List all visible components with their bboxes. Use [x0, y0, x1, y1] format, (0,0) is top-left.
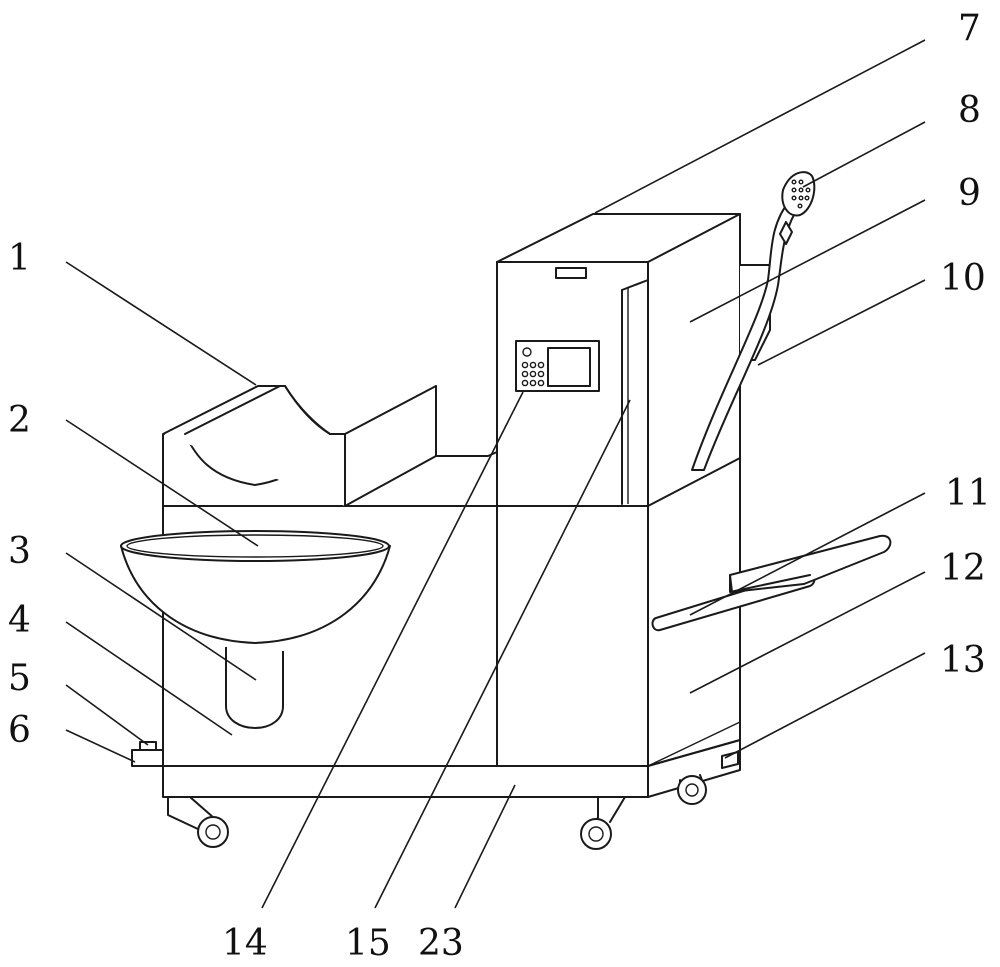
- cradle-ledge: [435, 451, 498, 457]
- callout-13: 13: [940, 640, 986, 681]
- shower-head: [781, 171, 816, 217]
- handle-bracket: [729, 574, 811, 593]
- leader-5: [65, 684, 149, 746]
- left-fixture: [131, 741, 164, 767]
- leader-11: [689, 492, 926, 616]
- head-cradle: [162, 385, 498, 507]
- base-platform: [162, 765, 649, 798]
- fixture-base: [131, 749, 164, 767]
- top-slot: [555, 267, 587, 279]
- shower-assembly: [691, 171, 816, 471]
- leader-23: [454, 784, 516, 909]
- callout-2: 2: [8, 400, 31, 441]
- side-edge-line: [647, 721, 741, 767]
- callout-3: 3: [8, 531, 31, 572]
- caster-front-right: [580, 796, 626, 850]
- callout-23: 23: [418, 923, 464, 964]
- callout-11: 11: [945, 473, 991, 514]
- callout-6: 6: [8, 710, 31, 751]
- leader-15: [374, 399, 631, 909]
- leader-1: [65, 261, 257, 386]
- basin-drain-pipe: [225, 647, 284, 729]
- side-handle: [651, 534, 892, 632]
- callout-14: 14: [222, 923, 268, 964]
- cradle-right-face: [344, 385, 437, 507]
- basin-bowl: [120, 545, 391, 644]
- leader-3: [65, 552, 257, 681]
- callout-10: 10: [940, 258, 986, 299]
- callout-5: 5: [8, 658, 31, 699]
- shower-clip: [779, 221, 793, 245]
- leader-10: [757, 279, 926, 366]
- door-seam-top: [621, 279, 649, 291]
- caster-front-left: [167, 796, 229, 848]
- cradle-notch: [184, 385, 331, 435]
- callout-8: 8: [958, 90, 981, 131]
- caster-rear: [677, 774, 707, 805]
- leader-8: [802, 121, 926, 188]
- leader-lines: [65, 39, 926, 909]
- callout-1: 1: [8, 238, 31, 279]
- side-drain-outlet: [721, 751, 739, 769]
- callout-labels: 1 2 3 4 5 6 7 8 9 10 11 12 13 14 15 23: [8, 8, 991, 964]
- control-panel: [515, 340, 600, 392]
- leader-12: [689, 571, 926, 694]
- fixture-knob: [139, 741, 157, 751]
- device-body: [120, 171, 892, 850]
- leader-13: [724, 652, 926, 759]
- leader-14: [261, 391, 524, 909]
- leader-7: [594, 39, 926, 214]
- callout-7: 7: [958, 8, 981, 49]
- control-panel-buttons: [521, 361, 545, 387]
- callout-15: 15: [345, 923, 391, 964]
- leader-4: [65, 621, 233, 736]
- callout-9: 9: [958, 173, 981, 214]
- control-panel-screen: [547, 347, 591, 387]
- callout-12: 12: [940, 548, 986, 589]
- control-panel-indicator: [522, 347, 532, 357]
- tall-cabinet-top: [496, 213, 741, 263]
- handle-bar-upper: [729, 534, 892, 593]
- basin-rim: [120, 530, 390, 562]
- shower-nozzles: [791, 179, 811, 209]
- leader-2: [65, 419, 259, 547]
- callout-4: 4: [8, 600, 31, 641]
- wash-basin: [120, 530, 391, 729]
- leader-9: [689, 199, 926, 323]
- basin-inner-rim: [126, 534, 384, 558]
- leader-6: [65, 729, 136, 763]
